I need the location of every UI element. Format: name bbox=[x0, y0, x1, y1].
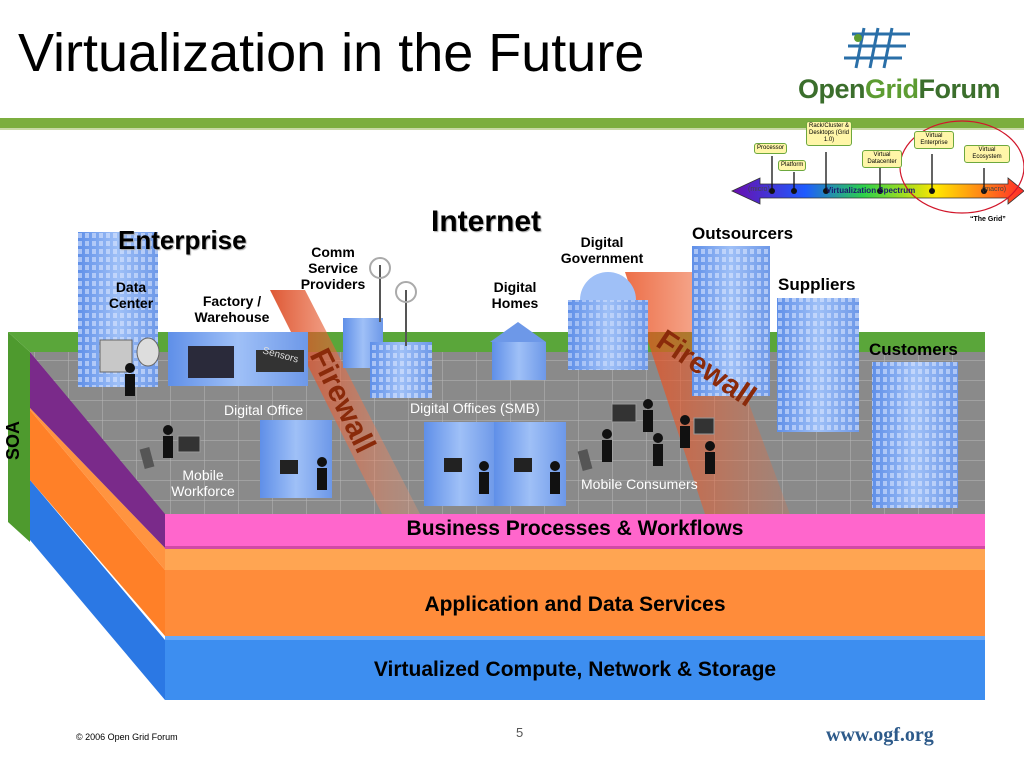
digital-offices-smb-label: Digital Offices (SMB) bbox=[410, 400, 540, 416]
comm-label: Comm Service Providers bbox=[290, 244, 376, 292]
mobile-consumers-label: Mobile Consumers bbox=[581, 476, 698, 492]
spectrum-micro: (micro) bbox=[748, 186, 770, 193]
spectrum-enterprise: Virtual Enterprise bbox=[914, 131, 954, 149]
logo-open: Open bbox=[798, 74, 866, 104]
spectrum-processor: Processor bbox=[754, 143, 788, 154]
spectrum-rack-text: Rack/Cluster & Desktops (Grid 1.0) bbox=[809, 123, 850, 143]
layer-application bbox=[30, 408, 985, 636]
ogf-logo bbox=[790, 24, 990, 104]
people-icons bbox=[125, 363, 715, 494]
spectrum-datacenter-text: Virtual Datacenter bbox=[867, 152, 897, 165]
business-layer-label: Business Processes & Workflows bbox=[406, 517, 744, 540]
digital-government-text: Digital Government bbox=[560, 234, 644, 267]
digital-homes-label: Digital Homes bbox=[482, 279, 548, 311]
digital-homes-text: Digital Homes bbox=[491, 279, 539, 312]
outsourcers-building bbox=[692, 246, 770, 396]
government-building bbox=[568, 272, 648, 370]
the-grid-label: “The Grid” bbox=[970, 216, 1006, 223]
title-divider bbox=[0, 118, 1024, 128]
customers-label: Customers bbox=[869, 340, 958, 359]
layer-business bbox=[30, 352, 985, 549]
data-center-label: Data Center bbox=[100, 279, 162, 311]
enterprise-label: Enterprise bbox=[118, 225, 247, 255]
logo-grid: Grid bbox=[865, 74, 919, 104]
logo-forum: Forum bbox=[918, 74, 1001, 104]
suppliers-label: Suppliers bbox=[778, 275, 856, 294]
soa-label: SOA bbox=[3, 420, 24, 461]
digital-office-label: Digital Office bbox=[224, 402, 304, 418]
slide-title: Virtualization in the Future bbox=[18, 23, 645, 83]
mobile-workforce-text: Mobile Workforce bbox=[171, 467, 235, 500]
digital-home bbox=[490, 322, 546, 380]
mobile-devices bbox=[139, 403, 715, 471]
mobile-workforce-label: Mobile Workforce bbox=[158, 467, 248, 499]
digital-government-label: Digital Government bbox=[550, 234, 654, 266]
layer-virtualized bbox=[30, 480, 985, 700]
factory-label: Factory / Warehouse bbox=[186, 293, 278, 325]
customers-building bbox=[872, 362, 958, 508]
spectrum-platform: Platform bbox=[778, 160, 807, 171]
spectrum-datacenter: Virtual Datacenter bbox=[862, 150, 902, 168]
spectrum-bar-label: Virtualization Spectrum bbox=[826, 186, 916, 195]
title-divider-shadow bbox=[0, 128, 1024, 130]
data-center-building bbox=[78, 232, 160, 387]
smb-offices bbox=[424, 422, 566, 506]
grid-icon bbox=[844, 27, 910, 69]
factory-building bbox=[168, 332, 308, 386]
comm-buildings bbox=[343, 257, 432, 398]
internet-label: Internet bbox=[431, 205, 542, 238]
comm-text: Comm Service Providers bbox=[300, 244, 366, 293]
page-number: 5 bbox=[516, 725, 524, 740]
spectrum-macro: (macro) bbox=[982, 186, 1007, 193]
spectrum-enterprise-text: Virtual Enterprise bbox=[920, 133, 948, 146]
data-center-text: Data Center bbox=[108, 279, 154, 312]
outsourcers-label: Outsourcers bbox=[692, 224, 794, 243]
ogf-logo-text: OpenGridForum bbox=[798, 74, 1001, 105]
application-layer-label: Application and Data Services bbox=[424, 593, 726, 616]
spectrum-rack: Rack/Cluster & Desktops (Grid 1.0) bbox=[806, 121, 852, 146]
footer-url[interactable]: www.ogf.org bbox=[826, 724, 934, 746]
spectrum-ecosystem-text: Virtual Ecosystem bbox=[972, 147, 1002, 160]
spectrum-ecosystem: Virtual Ecosystem bbox=[964, 145, 1010, 163]
footer-copyright: © 2006 Open Grid Forum bbox=[76, 732, 178, 742]
virtualized-layer-label: Virtualized Compute, Network & Storage bbox=[373, 658, 777, 681]
suppliers-building bbox=[777, 298, 859, 432]
factory-text: Factory / Warehouse bbox=[194, 293, 270, 326]
